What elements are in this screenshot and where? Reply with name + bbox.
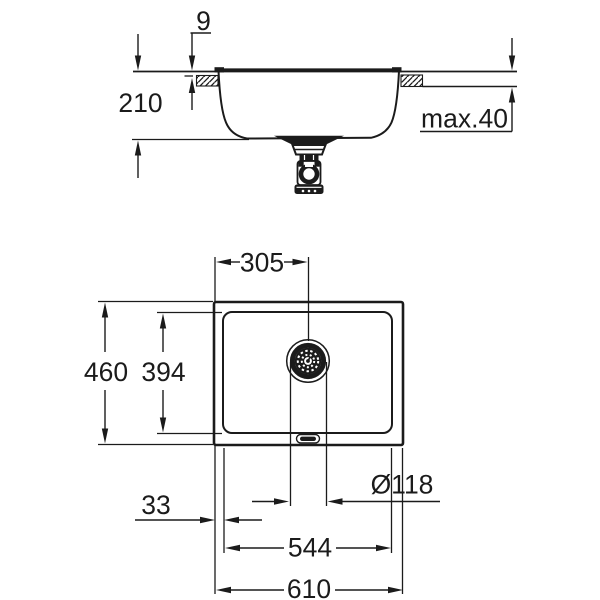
drain-trap-nut-left bbox=[298, 161, 304, 167]
dim-label-rim-inset: 33 bbox=[141, 490, 170, 520]
dim-drain-offset: 305 bbox=[216, 248, 308, 278]
arrow-up-icon bbox=[508, 87, 516, 103]
arrow-left-icon bbox=[327, 498, 343, 505]
arrow-up-icon bbox=[134, 140, 142, 156]
countertop-hatch-right bbox=[400, 74, 424, 88]
dim-label-drain-offset: 305 bbox=[240, 248, 284, 278]
strainer-rim-ring bbox=[289, 342, 327, 380]
plan-view: 305 460 394 33 bbox=[84, 248, 440, 600]
drain-trap-ring-gap bbox=[305, 162, 313, 167]
dim-drain-diameter: Ø118 bbox=[252, 470, 440, 505]
arrow-down-icon bbox=[134, 55, 142, 71]
arrow-down-icon bbox=[101, 428, 109, 444]
arrow-right-icon bbox=[388, 586, 403, 594]
strainer-knob-tab bbox=[307, 356, 311, 361]
arrow-down-icon bbox=[188, 55, 196, 71]
dim-bowl-inner-width: 544 bbox=[225, 533, 391, 563]
arrow-right-icon bbox=[274, 498, 289, 505]
arrow-down-icon bbox=[159, 417, 167, 433]
dim-label-countertop-thickness: max.40 bbox=[421, 104, 508, 134]
dim-rim-inset: 33 bbox=[135, 490, 262, 524]
drain-outlet-dot bbox=[313, 189, 317, 193]
drain-assembly bbox=[291, 144, 327, 194]
arrow-right-icon bbox=[200, 516, 215, 524]
dim-countertop-thickness: max.40 bbox=[420, 38, 516, 134]
overflow-fill bbox=[300, 436, 316, 441]
drain-outlet bbox=[294, 184, 324, 194]
drain-trap-nut-right bbox=[314, 161, 320, 167]
drain-recess bbox=[274, 135, 344, 146]
arrow-left-icon bbox=[224, 516, 239, 524]
countertop-hatch-left bbox=[195, 74, 219, 87]
strainer-holes-inner bbox=[300, 353, 316, 369]
dim-bowl-depth-side: 210 bbox=[118, 34, 249, 178]
arrow-left-icon bbox=[216, 258, 231, 266]
strainer-knob bbox=[306, 359, 310, 363]
drain-neck-notches bbox=[303, 155, 315, 160]
dim-rim-height: 9 bbox=[184, 6, 211, 110]
sink-rim-right-nub bbox=[392, 67, 402, 73]
arrow-up-icon bbox=[159, 313, 167, 329]
arrow-right-icon bbox=[292, 258, 308, 266]
dim-label-overall-depth: 460 bbox=[84, 357, 128, 387]
drain-strainer bbox=[285, 338, 331, 384]
bowl-outline bbox=[217, 70, 400, 140]
arrow-left-icon bbox=[216, 586, 231, 594]
arrow-down-icon bbox=[508, 55, 516, 71]
dim-label-bowl-inner-width: 544 bbox=[288, 533, 332, 563]
dim-overall-depth: 460 bbox=[84, 302, 128, 444]
side-section-view: 9 210 max.40 bbox=[118, 6, 517, 194]
dim-label-rim-height: 9 bbox=[196, 6, 211, 36]
dim-label-bowl-inner-depth: 394 bbox=[141, 357, 185, 387]
drain-outlet-dot bbox=[301, 189, 305, 193]
arrow-up-icon bbox=[188, 78, 196, 93]
arrow-left-icon bbox=[225, 544, 240, 552]
dim-overall-width: 610 bbox=[216, 574, 403, 600]
arrow-right-icon bbox=[376, 544, 391, 552]
drain-neck bbox=[299, 154, 319, 161]
dim-label-bowl-depth: 210 bbox=[118, 88, 162, 118]
overflow-slot bbox=[295, 433, 321, 444]
sink-rim-left-nub bbox=[214, 67, 224, 73]
strainer-holes-outer bbox=[296, 349, 320, 373]
bowl-inner-rect bbox=[222, 311, 393, 434]
dim-label-drain-diameter: Ø118 bbox=[371, 470, 434, 500]
dim-label-overall-width: 610 bbox=[287, 574, 331, 600]
arrow-up-icon bbox=[101, 302, 109, 318]
dim-bowl-inner-depth: 394 bbox=[141, 313, 186, 433]
drain-outlet-dot bbox=[307, 189, 311, 193]
